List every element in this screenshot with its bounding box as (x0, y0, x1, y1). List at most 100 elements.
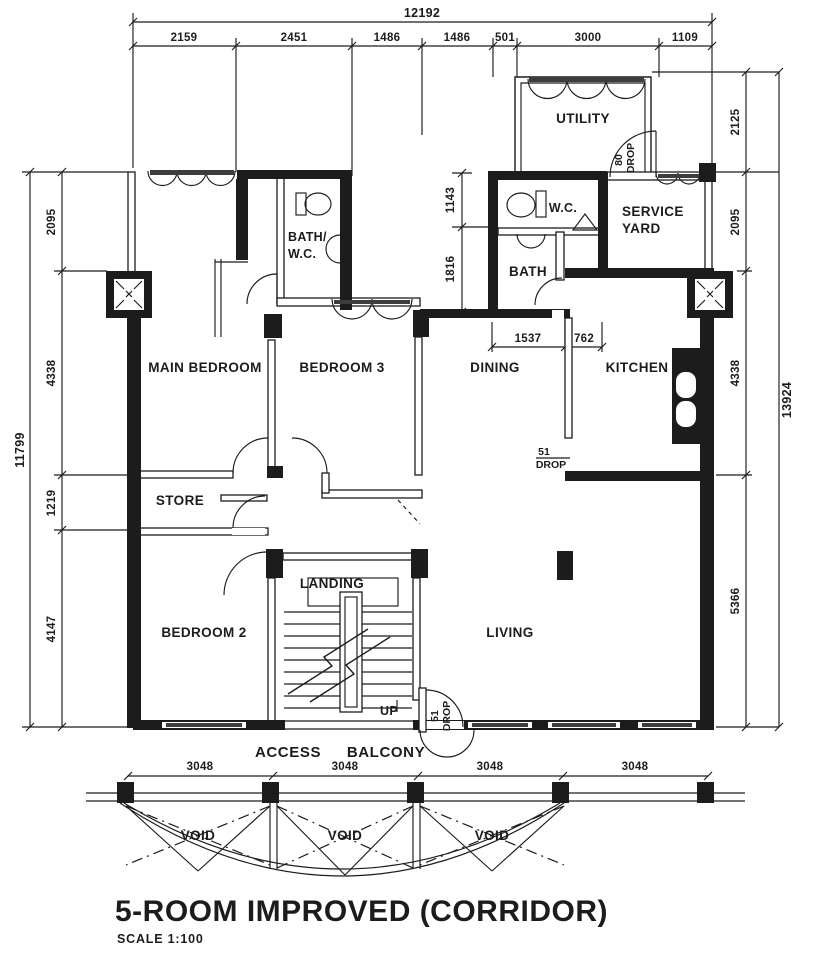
basin (325, 234, 341, 264)
door-balcony-swing-out (419, 729, 475, 758)
door-store (232, 495, 266, 529)
room-label-bathwc: BATH/ (288, 230, 327, 244)
stair-break-line (287, 628, 391, 703)
drop-label-balcony: DROP (441, 701, 453, 731)
dim-label: 1219 (46, 490, 58, 517)
wall-mainbedroom-bottom (137, 470, 234, 479)
wall-top-wc (488, 171, 607, 180)
drop-label-kitchen: DROP (536, 459, 566, 471)
wall-kitchen-west (564, 317, 573, 439)
room-label-landing: LANDING (300, 576, 364, 591)
room-label-mainbedroom: MAIN BEDROOM (148, 360, 262, 375)
corridor-column (552, 782, 569, 803)
wall-bedroom3-east (414, 336, 423, 476)
drop-label-utility: 80 (613, 154, 625, 166)
dim-label: 1109 (672, 32, 698, 44)
room-label-serviceyard: YARD (622, 221, 661, 236)
stair-stringer (339, 591, 363, 713)
dim-label: 3048 (477, 761, 504, 773)
dim-label: 3048 (187, 761, 214, 773)
label-void: VOID (328, 828, 363, 843)
dim-label: 2451 (281, 32, 308, 44)
dim-label: 4147 (46, 616, 58, 643)
window-mainbedroom-top (147, 170, 236, 186)
door-utility (609, 130, 657, 178)
wall-stair-right (412, 577, 421, 701)
floor-trap (571, 213, 599, 231)
jamb-bedroom3-ne (413, 310, 429, 337)
dim-label: 2125 (730, 108, 742, 135)
stair-stringer-core (344, 596, 358, 708)
window-sill (642, 723, 692, 727)
corridor-column (262, 782, 279, 803)
window-sill (552, 723, 616, 727)
column-right (687, 271, 733, 318)
void-cross-bracing-dashed (125, 805, 565, 869)
wall-bathwc-left (276, 177, 285, 305)
beam-dashed-line (397, 499, 421, 525)
label-void: VOID (475, 828, 510, 843)
dimension-lines-right (652, 67, 784, 732)
window-sill (150, 170, 234, 175)
jamb-bedroom3-nw (264, 314, 282, 338)
window-sill (472, 723, 528, 727)
void-curve-inner (123, 802, 561, 870)
toilet-cistern (295, 192, 307, 216)
window-bedroom3-top (331, 298, 413, 320)
wall-bathwc-right (340, 172, 352, 310)
void-cross-bracing (125, 805, 565, 876)
toilet-bowl (506, 192, 536, 218)
drawing-scale: SCALE 1:100 (117, 932, 204, 946)
dim-label: 501 (495, 32, 515, 44)
dimension-lines-left (22, 167, 140, 732)
dim-line (745, 72, 780, 727)
dimension-lines-inner (452, 168, 607, 352)
wall-kitchen-bottom (565, 471, 714, 481)
pier-landing-left (266, 549, 283, 578)
drop-label-balcony: 51 (429, 710, 441, 722)
door-bathwc (246, 273, 278, 305)
dimension-lines-top (128, 13, 717, 176)
wall-bath-right (555, 231, 565, 281)
wall-nook-east (236, 179, 248, 260)
door-mainbedroom (232, 437, 269, 474)
window-sill (529, 77, 644, 82)
dim-label: 3048 (332, 761, 359, 773)
wall-top-bathwc (237, 170, 352, 179)
door-bedroom3 (291, 437, 328, 474)
corridor-column (117, 782, 134, 803)
dim-label: 1486 (374, 32, 401, 44)
dim-ticks (25, 167, 67, 732)
dimension-lines-bottom (123, 771, 713, 781)
wall-bedroom3-bottom (321, 489, 423, 499)
extension-lines (652, 71, 779, 728)
dim-label: 2095 (730, 208, 742, 235)
toilet-cistern (535, 190, 547, 218)
dim-label: 12192 (404, 6, 440, 20)
windows (147, 77, 701, 320)
window-serviceyard (655, 172, 701, 185)
room-label-kitchen: KITCHEN (606, 360, 669, 375)
wall-utility-inner (520, 82, 646, 172)
pier-living (557, 551, 573, 580)
room-label-store: STORE (156, 493, 204, 508)
landing-bottom-edge (285, 720, 413, 730)
void-dividers (269, 803, 421, 869)
label-access: ACCESS (255, 744, 321, 761)
window-sill (166, 723, 242, 727)
door-leaf-balcony (418, 687, 427, 733)
extension-lines (452, 172, 488, 313)
label-void: VOID (181, 828, 216, 843)
wall-mainbedroom-east (267, 339, 276, 471)
void-curve-outer (119, 802, 565, 877)
dim-ticks (123, 771, 713, 781)
room-label-living: LIVING (486, 625, 533, 640)
door-opening (552, 310, 564, 318)
pier-serviceyard (699, 163, 716, 182)
window-sill (334, 300, 410, 304)
column-left (106, 271, 152, 318)
label-up: UP (380, 704, 398, 718)
fixtures (295, 190, 700, 525)
